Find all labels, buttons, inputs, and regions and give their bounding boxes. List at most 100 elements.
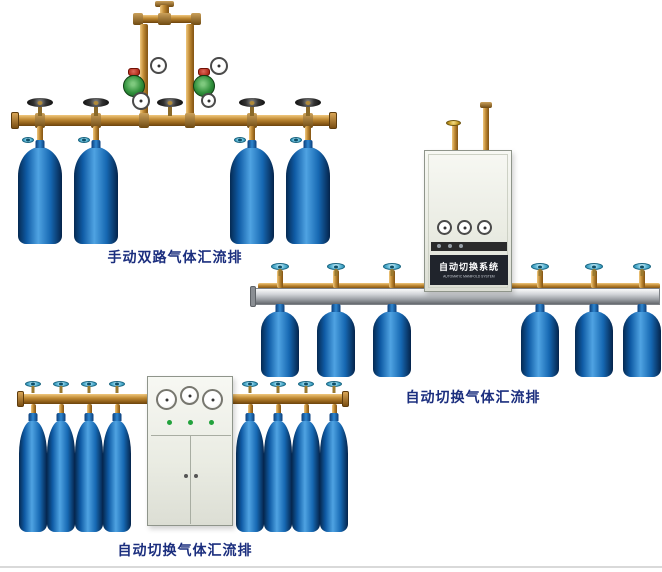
valve-handwheel [271, 263, 289, 270]
riser-pipe [140, 24, 148, 117]
pipe-fitting [91, 113, 101, 128]
gas-cylinder [230, 147, 274, 244]
cabinet-top-pipe [452, 124, 458, 152]
riser-pipe [277, 270, 283, 288]
tee-fitting [191, 13, 201, 25]
pipe-end-cap [342, 391, 349, 407]
cylinder-valve-knob [290, 137, 302, 143]
pressure-gauge [457, 220, 472, 235]
pipe-fitting [480, 102, 492, 108]
pressure-gauge [202, 389, 223, 410]
manifold-pipe [14, 115, 334, 126]
drop-pipe [93, 126, 99, 148]
cabinet-top-pipe [483, 106, 489, 152]
pressure-gauge [132, 92, 150, 110]
cabinet-panel [428, 154, 508, 288]
cabinet-title: 自动切换系统 [438, 262, 499, 272]
indicator-light [448, 244, 452, 248]
valve-handwheel [239, 98, 265, 107]
valve-handwheel [242, 381, 258, 387]
pipe-fitting [185, 113, 195, 128]
caption-auto-switch-manifold-right: 自动切换气体汇流排 [405, 389, 541, 405]
indicator-light [188, 420, 193, 425]
drop-pipe [249, 126, 255, 148]
valve-handwheel [53, 381, 69, 387]
indicator-light [167, 420, 172, 425]
valve-handwheel [270, 381, 286, 387]
gas-cylinder [623, 311, 661, 377]
gas-cylinder [19, 420, 47, 532]
pressure-gauge [437, 220, 452, 235]
pressure-gauge [150, 57, 167, 74]
drop-pipe [305, 126, 311, 148]
caption-manual-dual-manifold: 手动双路气体汇流排 [107, 249, 243, 265]
gas-cylinder [373, 311, 411, 377]
indicator-light [209, 420, 214, 425]
gas-cylinder [236, 420, 264, 532]
cabinet-label: 自动切换系统 AUTOMATIC MANIFOLD SYSTEM [430, 255, 508, 285]
riser-pipe [591, 270, 597, 288]
gas-cylinder [286, 147, 330, 244]
gas-cylinder [103, 420, 131, 532]
pressure-gauge [201, 93, 216, 108]
gas-cylinder [575, 311, 613, 377]
valve-handwheel [157, 98, 183, 107]
pipe-fitting [139, 113, 149, 128]
door-knob [184, 474, 188, 478]
cylinder-valve-knob [78, 137, 90, 143]
valve-handwheel [327, 263, 345, 270]
indicator-strip [431, 242, 507, 251]
valve-handwheel [531, 263, 549, 270]
valve-handwheel [25, 381, 41, 387]
valve-handwheel [109, 381, 125, 387]
gas-cylinder [47, 420, 75, 532]
pipe-fitting [303, 113, 313, 128]
valve-handwheel [585, 263, 603, 270]
valve-handwheel [27, 98, 53, 107]
gas-cylinder [261, 311, 299, 377]
gas-cylinder [264, 420, 292, 532]
pipe-end-cap [329, 112, 337, 129]
control-cabinet: 自动切换系统 AUTOMATIC MANIFOLD SYSTEM [424, 150, 512, 292]
pipe-end-cap [11, 112, 19, 129]
valve-handwheel [298, 381, 314, 387]
gas-cylinder [18, 147, 62, 244]
cabinet-valve-knob [446, 120, 461, 126]
gas-cylinder [74, 147, 118, 244]
pressure-gauge [156, 389, 177, 410]
valve-handwheel [326, 381, 342, 387]
cabinet-door-divider [190, 435, 191, 524]
cabinet-subtitle: AUTOMATIC MANIFOLD SYSTEM [443, 275, 495, 279]
image-bottom-border [0, 566, 662, 568]
gas-cylinder [317, 311, 355, 377]
pipe-end-cap [17, 391, 24, 407]
drop-pipe [37, 126, 43, 148]
valve-handwheel [83, 98, 109, 107]
outlet-pipe [160, 5, 169, 17]
gas-cylinder [292, 420, 320, 532]
cylinder-valve-knob [22, 137, 34, 143]
pipe-fitting [35, 113, 45, 128]
gas-cylinder [320, 420, 348, 532]
gas-cylinder [75, 420, 103, 532]
control-cabinet [147, 376, 233, 526]
riser-pipe [186, 24, 194, 117]
cabinet-door-divider [151, 435, 231, 436]
rail-end-cap [250, 286, 256, 307]
tee-fitting [158, 13, 171, 25]
riser-pipe [639, 270, 645, 288]
caption-auto-switch-manifold-bottom: 自动切换气体汇流排 [117, 542, 253, 558]
pressure-gauge [210, 57, 228, 75]
cylinder-valve-knob [234, 137, 246, 143]
door-knob [194, 474, 198, 478]
valve-handwheel [81, 381, 97, 387]
pipe-fitting [247, 113, 257, 128]
riser-pipe [389, 270, 395, 288]
riser-pipe [333, 270, 339, 288]
riser-pipe [537, 270, 543, 288]
indicator-light [437, 244, 441, 248]
